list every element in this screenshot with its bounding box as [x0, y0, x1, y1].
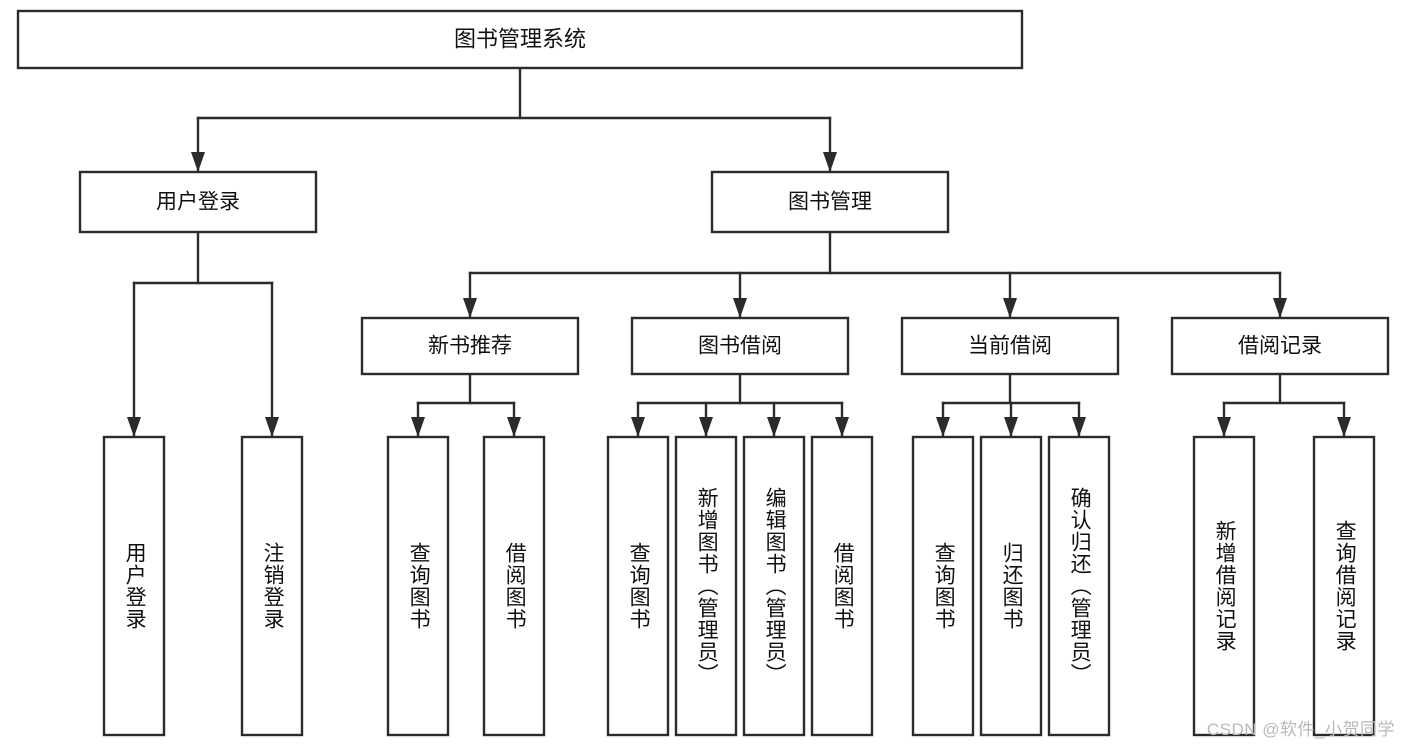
arrow-head	[507, 417, 521, 437]
arrow-head	[733, 298, 747, 318]
node-label-book-manage: 图书管理	[788, 191, 872, 214]
node-box-leaf-confirm-return[interactable]	[1047, 435, 1111, 737]
node-box-leaf-borrow-book[interactable]	[810, 435, 874, 737]
arrow-head	[1072, 417, 1086, 437]
node-box-leaf-add-record[interactable]	[1192, 435, 1256, 737]
arrow-head	[631, 417, 645, 437]
arrow-head	[1337, 417, 1351, 437]
arrow-head	[1003, 298, 1017, 318]
node-label-current-borrow: 当前借阅	[968, 335, 1052, 358]
node-label-new-book-rec: 新书推荐	[428, 335, 512, 358]
arrow-head	[411, 417, 425, 437]
node-box-user-login[interactable]	[78, 170, 318, 234]
node-box-leaf-edit-book[interactable]	[742, 435, 806, 737]
node-box-borrow-record[interactable]	[1170, 316, 1390, 376]
node-box-book-manage[interactable]	[710, 170, 950, 234]
watermark: CSDN @软件_小贺同学	[1206, 720, 1395, 739]
arrow-head	[265, 417, 279, 437]
connector-layer	[127, 66, 1351, 439]
node-box-root[interactable]	[16, 9, 1024, 70]
node-label-root: 图书管理系统	[454, 26, 586, 51]
arrow-head	[127, 417, 141, 437]
arrow-head	[699, 417, 713, 437]
node-box-layer	[16, 9, 1390, 737]
node-box-leaf-query-book[interactable]	[606, 435, 670, 737]
arrow-head	[1217, 417, 1231, 437]
arrow-head	[1273, 298, 1287, 318]
node-box-new-book-rec[interactable]	[360, 316, 580, 376]
node-label-user-login: 用户登录	[156, 191, 240, 214]
arrow-head	[1004, 417, 1018, 437]
arrow-head	[463, 298, 477, 318]
node-box-leaf-borrow-book-rec[interactable]	[482, 435, 546, 737]
node-label-borrow-record: 借阅记录	[1238, 335, 1322, 358]
arrow-head	[835, 417, 849, 437]
node-box-current-borrow[interactable]	[900, 316, 1120, 376]
arrow-head	[936, 417, 950, 437]
arrow-head	[191, 152, 205, 172]
node-box-leaf-user-login[interactable]	[102, 435, 166, 737]
arrow-head	[823, 152, 837, 172]
node-label-book-borrow: 图书借阅	[698, 335, 782, 358]
arrow-head	[767, 417, 781, 437]
node-box-leaf-logout[interactable]	[240, 435, 304, 737]
node-box-leaf-return-book[interactable]	[979, 435, 1043, 737]
node-box-leaf-query-book-cur[interactable]	[911, 435, 975, 737]
node-box-leaf-query-record[interactable]	[1312, 435, 1376, 737]
node-box-book-borrow[interactable]	[630, 316, 850, 376]
node-box-leaf-query-book-rec[interactable]	[386, 435, 450, 737]
node-box-leaf-add-book[interactable]	[674, 435, 738, 737]
